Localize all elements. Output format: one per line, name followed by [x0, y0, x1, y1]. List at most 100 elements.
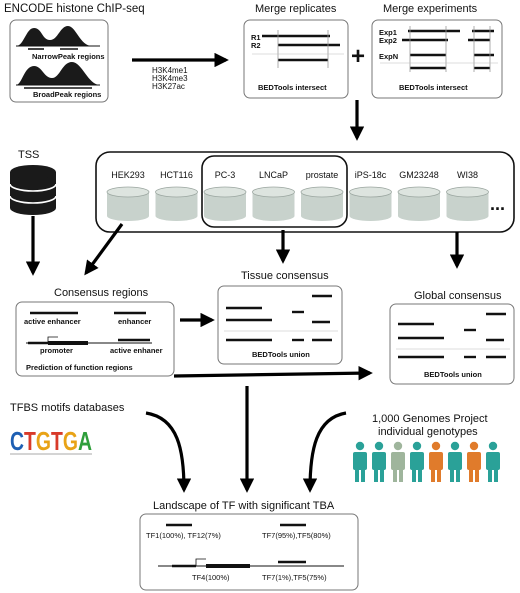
cell-line-gm23248: GM23248: [397, 170, 441, 221]
tss-label: TSS: [18, 149, 39, 161]
person-head: [393, 441, 403, 451]
narrowpeak-shape: [16, 26, 92, 46]
cell-line-label: prostate: [306, 170, 339, 180]
person-leg-right: [456, 469, 460, 482]
person-icon: [372, 441, 386, 482]
mark-3: H3K27ac: [152, 82, 185, 91]
merge-replicates-title: Merge replicates: [255, 3, 337, 15]
cylinder-bottom: [107, 211, 149, 221]
landscape-box: [139, 513, 359, 591]
cylinder-bottom: [204, 211, 246, 221]
person-leg-right: [399, 469, 403, 482]
active-enhancer-label: active enhancer: [24, 317, 81, 326]
person-body: [467, 452, 481, 470]
cell-line-label: iPS-18c: [355, 170, 387, 180]
mark-1: H3K4me1: [152, 66, 188, 75]
mark-2: H3K4me3: [152, 74, 188, 83]
cell-line-label: GM23248: [399, 170, 439, 180]
cylinder-top: [203, 186, 247, 198]
tf-top-right: TF7(95%),TF5(80%): [262, 531, 331, 540]
genomes-line-2: individual genotypes: [378, 426, 478, 438]
encode-title: ENCODE histone ChIP-seq: [4, 3, 145, 15]
tss-db-ring-2: [9, 195, 57, 204]
cell-line-pc-3: PC-3: [203, 170, 247, 221]
motif-logo-icon: CTGTGA: [10, 426, 92, 456]
global-consensus-tool: BEDTools union: [424, 370, 482, 379]
person-body: [353, 452, 367, 470]
genomes-line-1: 1,000 Genomes Project: [372, 413, 488, 425]
landscape-title: Landscape of TF with significant TBA: [153, 500, 335, 512]
tf-bottom-left: TF4(100%): [192, 573, 230, 582]
tss-db-ring-1: [9, 183, 57, 192]
person-icon: [448, 441, 462, 482]
consensus-regions-title: Consensus regions: [54, 287, 149, 299]
person-leg-right: [437, 469, 441, 482]
person-icon: [391, 441, 405, 482]
person-head: [488, 441, 498, 451]
tissue-consensus-title: Tissue consensus: [241, 270, 329, 282]
person-body: [372, 452, 386, 470]
person-head: [374, 441, 384, 451]
cell-line-label: WI38: [457, 170, 478, 180]
person-icon: [486, 441, 500, 482]
cell-line-lncap: LNCaP: [252, 170, 295, 221]
cell-line-hek293: HEK293: [106, 170, 150, 221]
promoter-label: promoter: [40, 346, 73, 355]
tss-db-top: [10, 165, 56, 179]
cell-line-label: PC-3: [215, 170, 236, 180]
arrow-genomes-to-landscape: [302, 411, 347, 493]
cylinder-top: [155, 186, 198, 198]
global-consensus-title: Global consensus: [414, 290, 502, 302]
cylinder-top: [252, 186, 295, 198]
tss-db-bottom: [10, 201, 56, 215]
active-enhaner-label: active enhaner: [110, 346, 163, 355]
tissue-consensus-tool: BEDTools union: [252, 350, 310, 359]
person-head: [450, 441, 460, 451]
person-body: [429, 452, 443, 470]
person-leg-left: [393, 469, 397, 482]
exp-row-1: Exp1: [379, 28, 397, 37]
person-leg-right: [380, 469, 384, 482]
exp-row-2: Exp2: [379, 36, 397, 45]
tfbs-title: TFBS motifs databases: [10, 402, 125, 414]
person-leg-right: [494, 469, 498, 482]
person-icon: [429, 441, 443, 482]
tf-bottom-right: TF7(1%),TF5(75%): [262, 573, 327, 582]
person-head: [469, 441, 479, 451]
person-icon: [353, 441, 367, 482]
cylinder-top: [446, 186, 489, 198]
cylinder-top: [349, 186, 392, 198]
encode-box: NarrowPeak regions BroadPeak regions: [9, 19, 109, 103]
person-leg-right: [361, 469, 365, 482]
cylinder-top: [300, 186, 344, 198]
narrowpeak-label: NarrowPeak regions: [32, 52, 105, 61]
motif-letter-4: T: [51, 426, 63, 456]
person-leg-left: [469, 469, 473, 482]
person-head: [412, 441, 422, 451]
replicate-row-1: R1: [251, 33, 261, 42]
consensus-regions-footer: Prediction of function regions: [26, 363, 133, 372]
broadpeak-label: BroadPeak regions: [33, 90, 101, 99]
person-head: [355, 441, 365, 451]
arrow-tfbs-to-landscape: [145, 411, 192, 493]
cell-line-ips-18c: iPS-18c: [349, 170, 392, 221]
cylinder-top: [106, 186, 150, 198]
person-leg-left: [412, 469, 416, 482]
motif-letter-2: T: [24, 426, 36, 456]
merge-experiments-tool: BEDTools intersect: [399, 83, 468, 92]
consensus-regions-box: [15, 301, 175, 377]
person-leg-right: [418, 469, 422, 482]
prostate-group: [201, 155, 348, 228]
tissue-consensus-box: [217, 285, 343, 365]
person-body: [391, 452, 405, 470]
merge-replicates-tool: BEDTools intersect: [258, 83, 327, 92]
arrow-cells-to-consensus: [84, 223, 124, 276]
person-leg-right: [475, 469, 479, 482]
enhancer-label: enhancer: [118, 317, 151, 326]
person-leg-left: [488, 469, 492, 482]
exp-row-3: ExpN: [379, 52, 398, 61]
arrow-consensus-to-global: [173, 365, 373, 381]
cylinder-bottom: [301, 211, 343, 221]
